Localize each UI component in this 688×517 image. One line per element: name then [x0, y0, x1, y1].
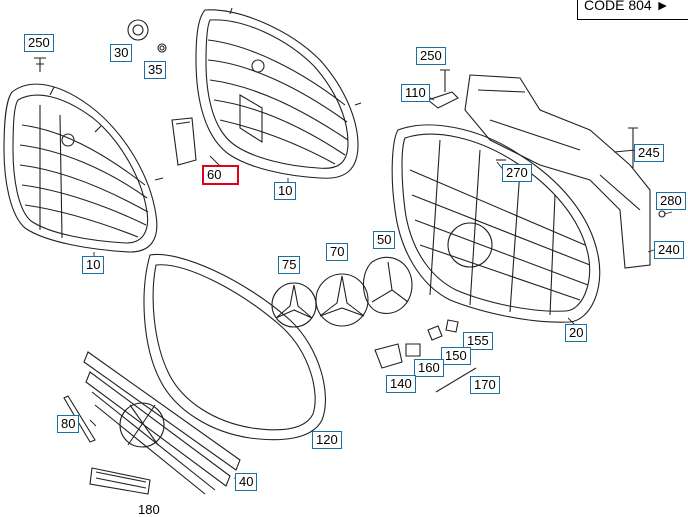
screw-left-part — [34, 57, 46, 72]
code-804-text: CODE 804 ► — [584, 0, 670, 13]
callout-35[interactable]: 35 — [144, 61, 167, 79]
cover-flap-part — [171, 117, 197, 166]
callout-75[interactable]: 75 — [278, 256, 301, 274]
trim-frame-part — [143, 253, 326, 441]
callout-170[interactable]: 170 — [470, 376, 500, 394]
star-emblem-75 — [271, 282, 317, 328]
callout-160[interactable]: 160 — [414, 359, 444, 377]
callout-120[interactable]: 120 — [312, 431, 342, 449]
callout-155[interactable]: 155 — [463, 332, 493, 350]
sensor-small-parts — [374, 319, 477, 393]
callout-60-highlighted[interactable]: 60 — [202, 165, 239, 185]
star-emblem-70 — [315, 273, 369, 327]
callout-250-right[interactable]: 250 — [416, 47, 446, 65]
mounting-bracket-part — [426, 69, 666, 269]
code-804-label: CODE 804 ► — [577, 0, 688, 20]
callout-270[interactable]: 270 — [502, 164, 532, 182]
callout-10-upper[interactable]: 10 — [274, 182, 297, 200]
callout-50[interactable]: 50 — [373, 231, 396, 249]
callout-150[interactable]: 150 — [441, 347, 471, 365]
leader-lines — [89, 91, 673, 482]
callout-280[interactable]: 280 — [656, 192, 686, 210]
star-emblem-50 — [362, 256, 413, 314]
callout-245[interactable]: 245 — [634, 144, 664, 162]
callout-140[interactable]: 140 — [386, 375, 416, 393]
callout-30[interactable]: 30 — [110, 44, 133, 62]
lower-grille-part — [63, 351, 241, 495]
callout-240[interactable]: 240 — [654, 241, 684, 259]
grille-upper-part — [195, 7, 362, 179]
callout-20[interactable]: 20 — [565, 324, 588, 342]
radiator-grille-part — [391, 124, 601, 323]
label-180: 180 — [138, 502, 160, 517]
grille-left-part — [3, 83, 164, 253]
callout-80[interactable]: 80 — [57, 415, 80, 433]
callout-10-left[interactable]: 10 — [82, 256, 105, 274]
callout-250-left[interactable]: 250 — [24, 34, 54, 52]
callout-40[interactable]: 40 — [235, 473, 258, 491]
callout-110[interactable]: 110 — [401, 84, 430, 102]
callout-70[interactable]: 70 — [326, 243, 349, 261]
emblem-small-part — [127, 19, 167, 53]
